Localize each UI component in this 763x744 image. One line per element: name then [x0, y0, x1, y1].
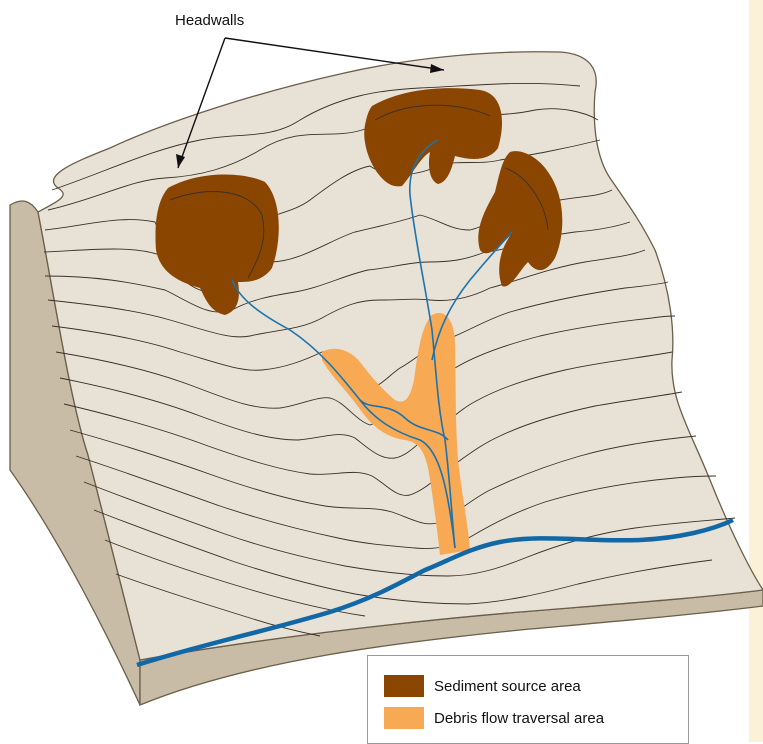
- legend-label-debris-flow: Debris flow traversal area: [434, 710, 604, 727]
- legend-item-debris-flow: Debris flow traversal area: [384, 707, 604, 729]
- legend-swatch-sediment-source: [384, 675, 424, 697]
- headwalls-label: Headwalls: [175, 12, 244, 29]
- legend-label-sediment-source: Sediment source area: [434, 678, 581, 695]
- legend: Sediment source area Debris flow travers…: [367, 655, 689, 744]
- legend-swatch-debris-flow: [384, 707, 424, 729]
- legend-item-sediment-source: Sediment source area: [384, 675, 581, 697]
